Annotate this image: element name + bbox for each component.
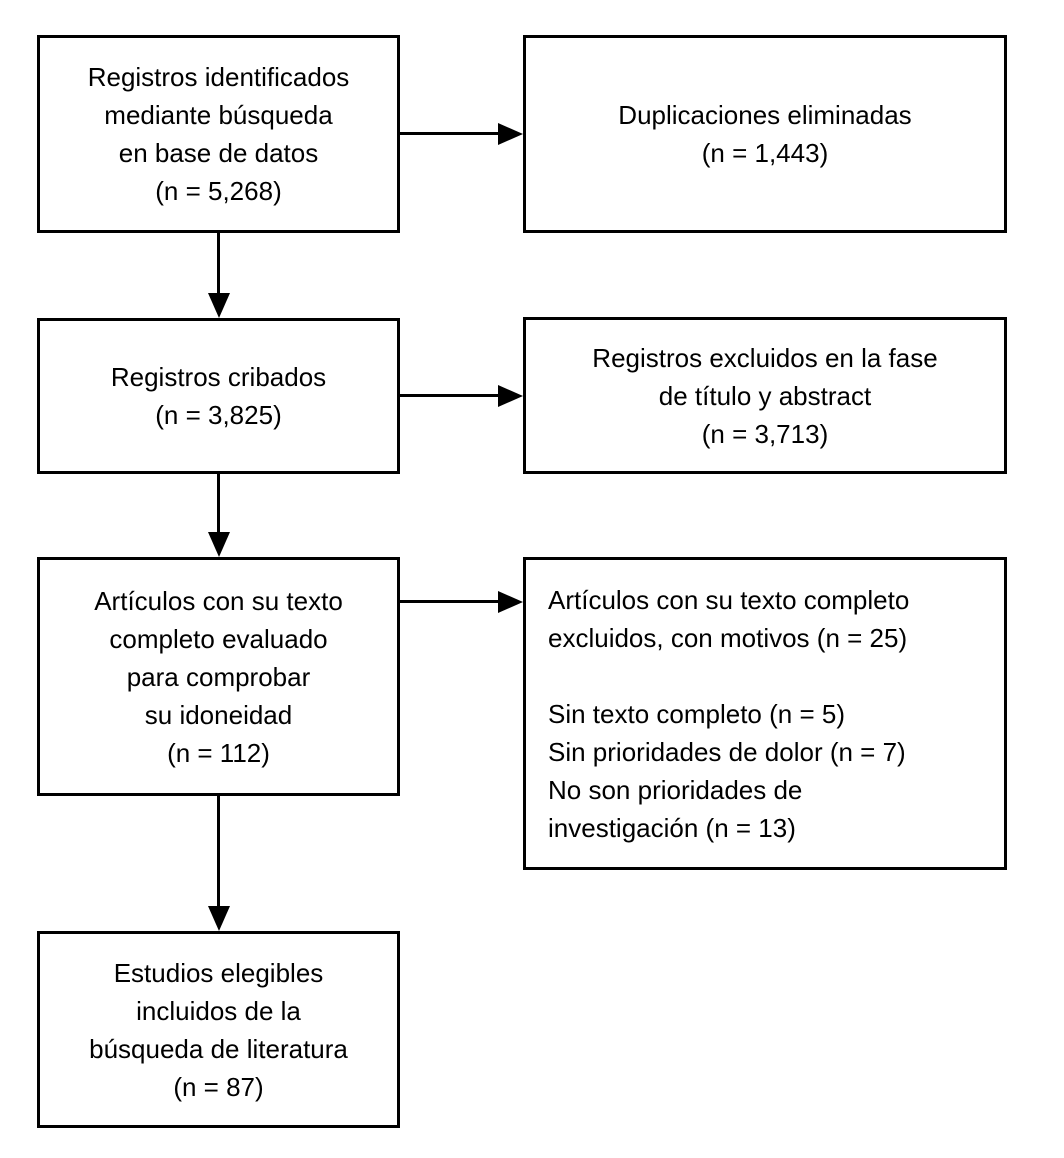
arrow-stem (217, 796, 220, 907)
arrow-stem (217, 474, 220, 533)
arrowhead-right-icon (498, 123, 523, 145)
node-excluded-title-abstract: Registros excluidos en la fase de título… (523, 317, 1007, 474)
arrow-stem (400, 600, 499, 603)
arrowhead-right-icon (498, 591, 523, 613)
node-studies-included: Estudios elegibles incluidos de la búsqu… (37, 931, 400, 1128)
arrow-stem (217, 233, 220, 294)
arrow-stem (400, 394, 499, 397)
node-fulltext-assessed: Artículos con su texto completo evaluado… (37, 557, 400, 796)
node-duplicates-removed: Duplicaciones eliminadas (n = 1,443) (523, 35, 1007, 233)
arrowhead-down-icon (208, 906, 230, 931)
arrowhead-down-icon (208, 293, 230, 318)
node-records-identified: Registros identificados mediante búsqued… (37, 35, 400, 233)
arrowhead-right-icon (498, 385, 523, 407)
node-records-screened: Registros cribados (n = 3,825) (37, 318, 400, 474)
node-fulltext-excluded: Artículos con su texto completo excluido… (523, 557, 1007, 870)
arrow-stem (400, 132, 499, 135)
arrowhead-down-icon (208, 532, 230, 557)
